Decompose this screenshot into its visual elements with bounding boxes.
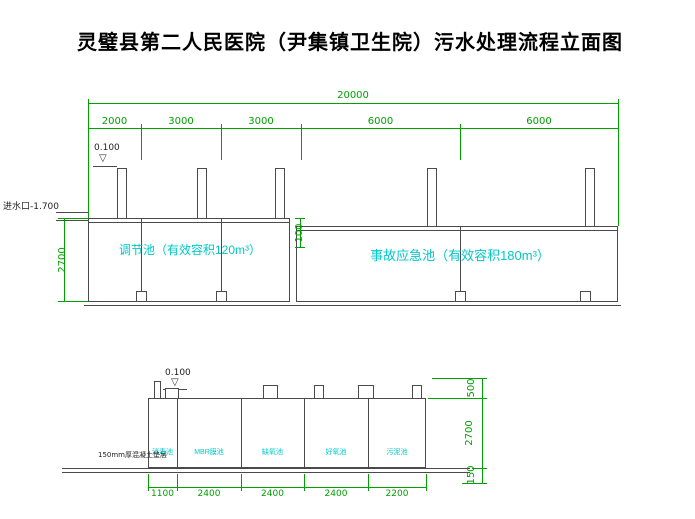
elevation-triangle-icon: ▽ [99,153,107,164]
dim-label: 1100 [151,489,174,499]
partition-line [304,398,305,468]
inlet-label: 进水口-1.700 [3,202,60,212]
dim-label: 2400 [324,489,348,499]
dim-label-total: 20000 [337,90,369,101]
dim-line-segments [88,128,618,129]
elevation-baseline [93,166,117,167]
dim-tick [241,474,242,491]
elevation-triangle-icon: ▽ [171,377,179,388]
partition-line [241,398,242,468]
nozzle [314,385,324,399]
extension-line [221,128,222,160]
slab-line [62,472,470,473]
footing [455,291,466,302]
dim-tick [295,247,305,248]
dim-label: 3000 [168,116,194,127]
dim-line-freeboard [300,218,301,248]
extension-line [460,128,461,160]
dim-label-freeboard: 100 [294,223,305,243]
dim-label-right: 150 [466,465,477,485]
dim-tick [148,474,149,491]
slab-line [62,468,470,469]
vent-pipe [585,168,595,227]
dim-tick [368,474,369,491]
dim-line-height [64,218,65,302]
compartment-label: 污泥池 [386,449,408,456]
dim-tick [295,218,305,219]
tank1-top-slab-line [88,222,290,223]
footing [136,291,147,302]
extension-line [432,378,487,379]
dim-label: 2200 [385,489,409,499]
extension-line [472,468,487,469]
lower-tank-outline [148,398,426,468]
footing [580,291,591,302]
compartment-label: MBR膜池 [194,449,224,456]
dim-tick [177,474,178,491]
tank2-outline [296,226,618,302]
extension-line [88,103,89,218]
footing [216,291,227,302]
page-title: 灵璧县第二人民医院（尹集镇卫生院）污水处理流程立面图 [77,32,623,54]
elevation-label: 0.100 [94,143,120,153]
base-slab-line [84,305,621,306]
vent-pipe [427,168,437,227]
dim-tick [426,474,427,491]
partition-line [141,218,142,302]
dim-line-bottom [148,487,426,488]
tank2-top-slab-line [296,230,618,231]
dim-label: 2000 [101,116,128,127]
vent-pipe [197,168,207,219]
dim-line-right [482,378,483,483]
extension-line [141,128,142,160]
nozzle [358,385,374,399]
dim-line-total [88,103,618,104]
dim-label-right: 2700 [464,420,475,446]
dim-label: 2400 [261,489,284,499]
dim-label: 2400 [197,489,221,499]
compartment-label: 好氧池 [325,449,347,456]
tank1-label: 调节池（有效容积120m³） [118,243,261,257]
tank2-label: 事故应急池（有效容积180m³） [370,248,550,263]
tank1-outline [88,218,290,302]
dim-label: 6000 [526,116,552,127]
extension-line [618,103,619,226]
partition-line [177,398,178,468]
vent-pipe [117,168,127,219]
extension-line [462,483,487,484]
nozzle [263,385,278,399]
inlet-pipe-line [56,212,88,213]
dim-label: 3000 [248,116,274,127]
nozzle [154,381,161,399]
partition-line [221,218,222,302]
inlet-pipe-line [56,220,88,221]
extension-line [428,398,487,399]
compartment-label: 缺氧池 [262,449,283,456]
dim-label-right: 500 [466,378,477,398]
compartment-label: 消毒池 [152,449,173,456]
vent-pipe [275,168,285,219]
dim-label: 6000 [367,116,394,127]
elevation-label: 0.100 [165,368,191,378]
partition-line [368,398,369,468]
nozzle [412,385,422,399]
partition-line [460,226,461,302]
dim-label-height: 2700 [57,247,68,273]
slab-note: 150mm厚混凝土垫层 [98,451,167,459]
extension-line [58,218,88,219]
dim-tick [304,474,305,491]
extension-line [58,301,88,302]
extension-line [301,128,302,160]
